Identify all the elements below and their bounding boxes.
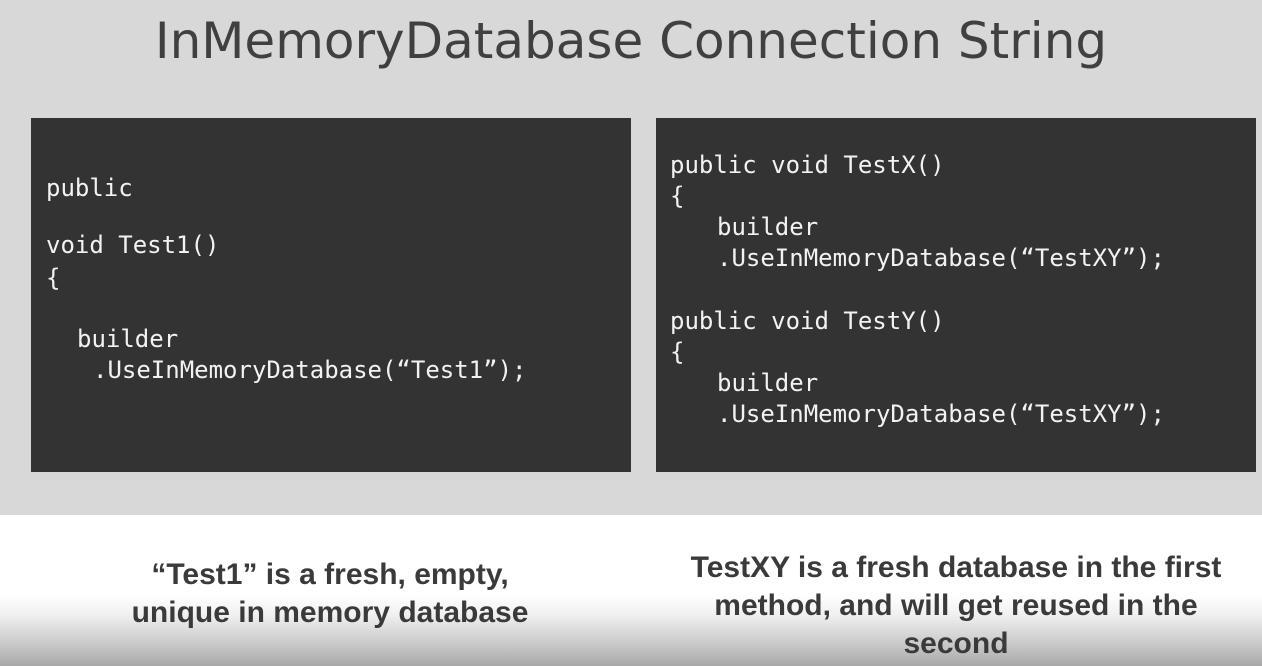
caption-line: TestXY is a fresh database in the first [690, 551, 1222, 584]
code-panel-testxy: public void TestX() { builder .UseInMemo… [656, 118, 1256, 472]
code-line: { [670, 182, 685, 210]
caption-line: second [903, 627, 1009, 660]
code-line: public void TestY() [670, 307, 945, 335]
caption-line: “Test1” is a fresh, empty, [151, 558, 509, 591]
slide-title: InMemoryDatabase Connection String [154, 12, 1108, 70]
code-line: void Test1() [46, 231, 220, 259]
code-line: .UseInMemoryDatabase(“Test1”); [93, 356, 527, 384]
code-line: .UseInMemoryDatabase(“TestXY”); [717, 400, 1165, 428]
code-panel-test1: public void Test1() { builder .UseInMemo… [31, 118, 631, 472]
code-line: .UseInMemoryDatabase(“TestXY”); [717, 244, 1165, 272]
code-line: builder [77, 325, 179, 353]
code-line: builder [717, 213, 819, 241]
caption-test1: “Test1” is a fresh, empty, unique in mem… [80, 556, 580, 632]
code-line: public [46, 174, 133, 202]
code-line: { [670, 338, 685, 366]
caption-testxy: TestXY is a fresh database in the first … [650, 549, 1262, 663]
code-line: { [46, 264, 61, 292]
caption-line: method, and will get reused in the [714, 589, 1198, 622]
code-line: builder [717, 369, 819, 397]
code-line: public void TestX() [670, 151, 945, 179]
caption-line: unique in memory database [131, 596, 529, 629]
caption-band [0, 515, 1262, 666]
